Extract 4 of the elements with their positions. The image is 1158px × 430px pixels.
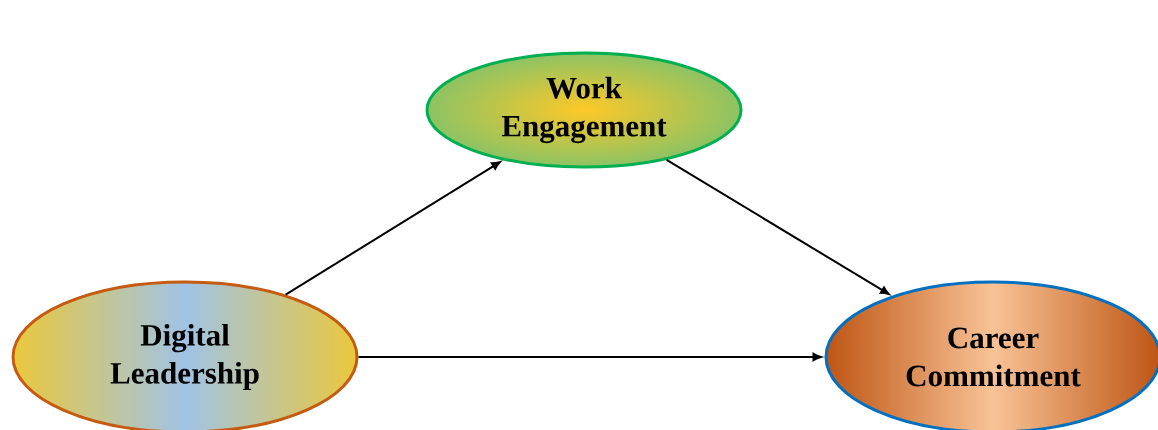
ellipse-node: Work Engagement <box>425 51 743 169</box>
arrow <box>357 352 822 362</box>
arrow <box>665 158 890 295</box>
arrow <box>284 161 501 296</box>
